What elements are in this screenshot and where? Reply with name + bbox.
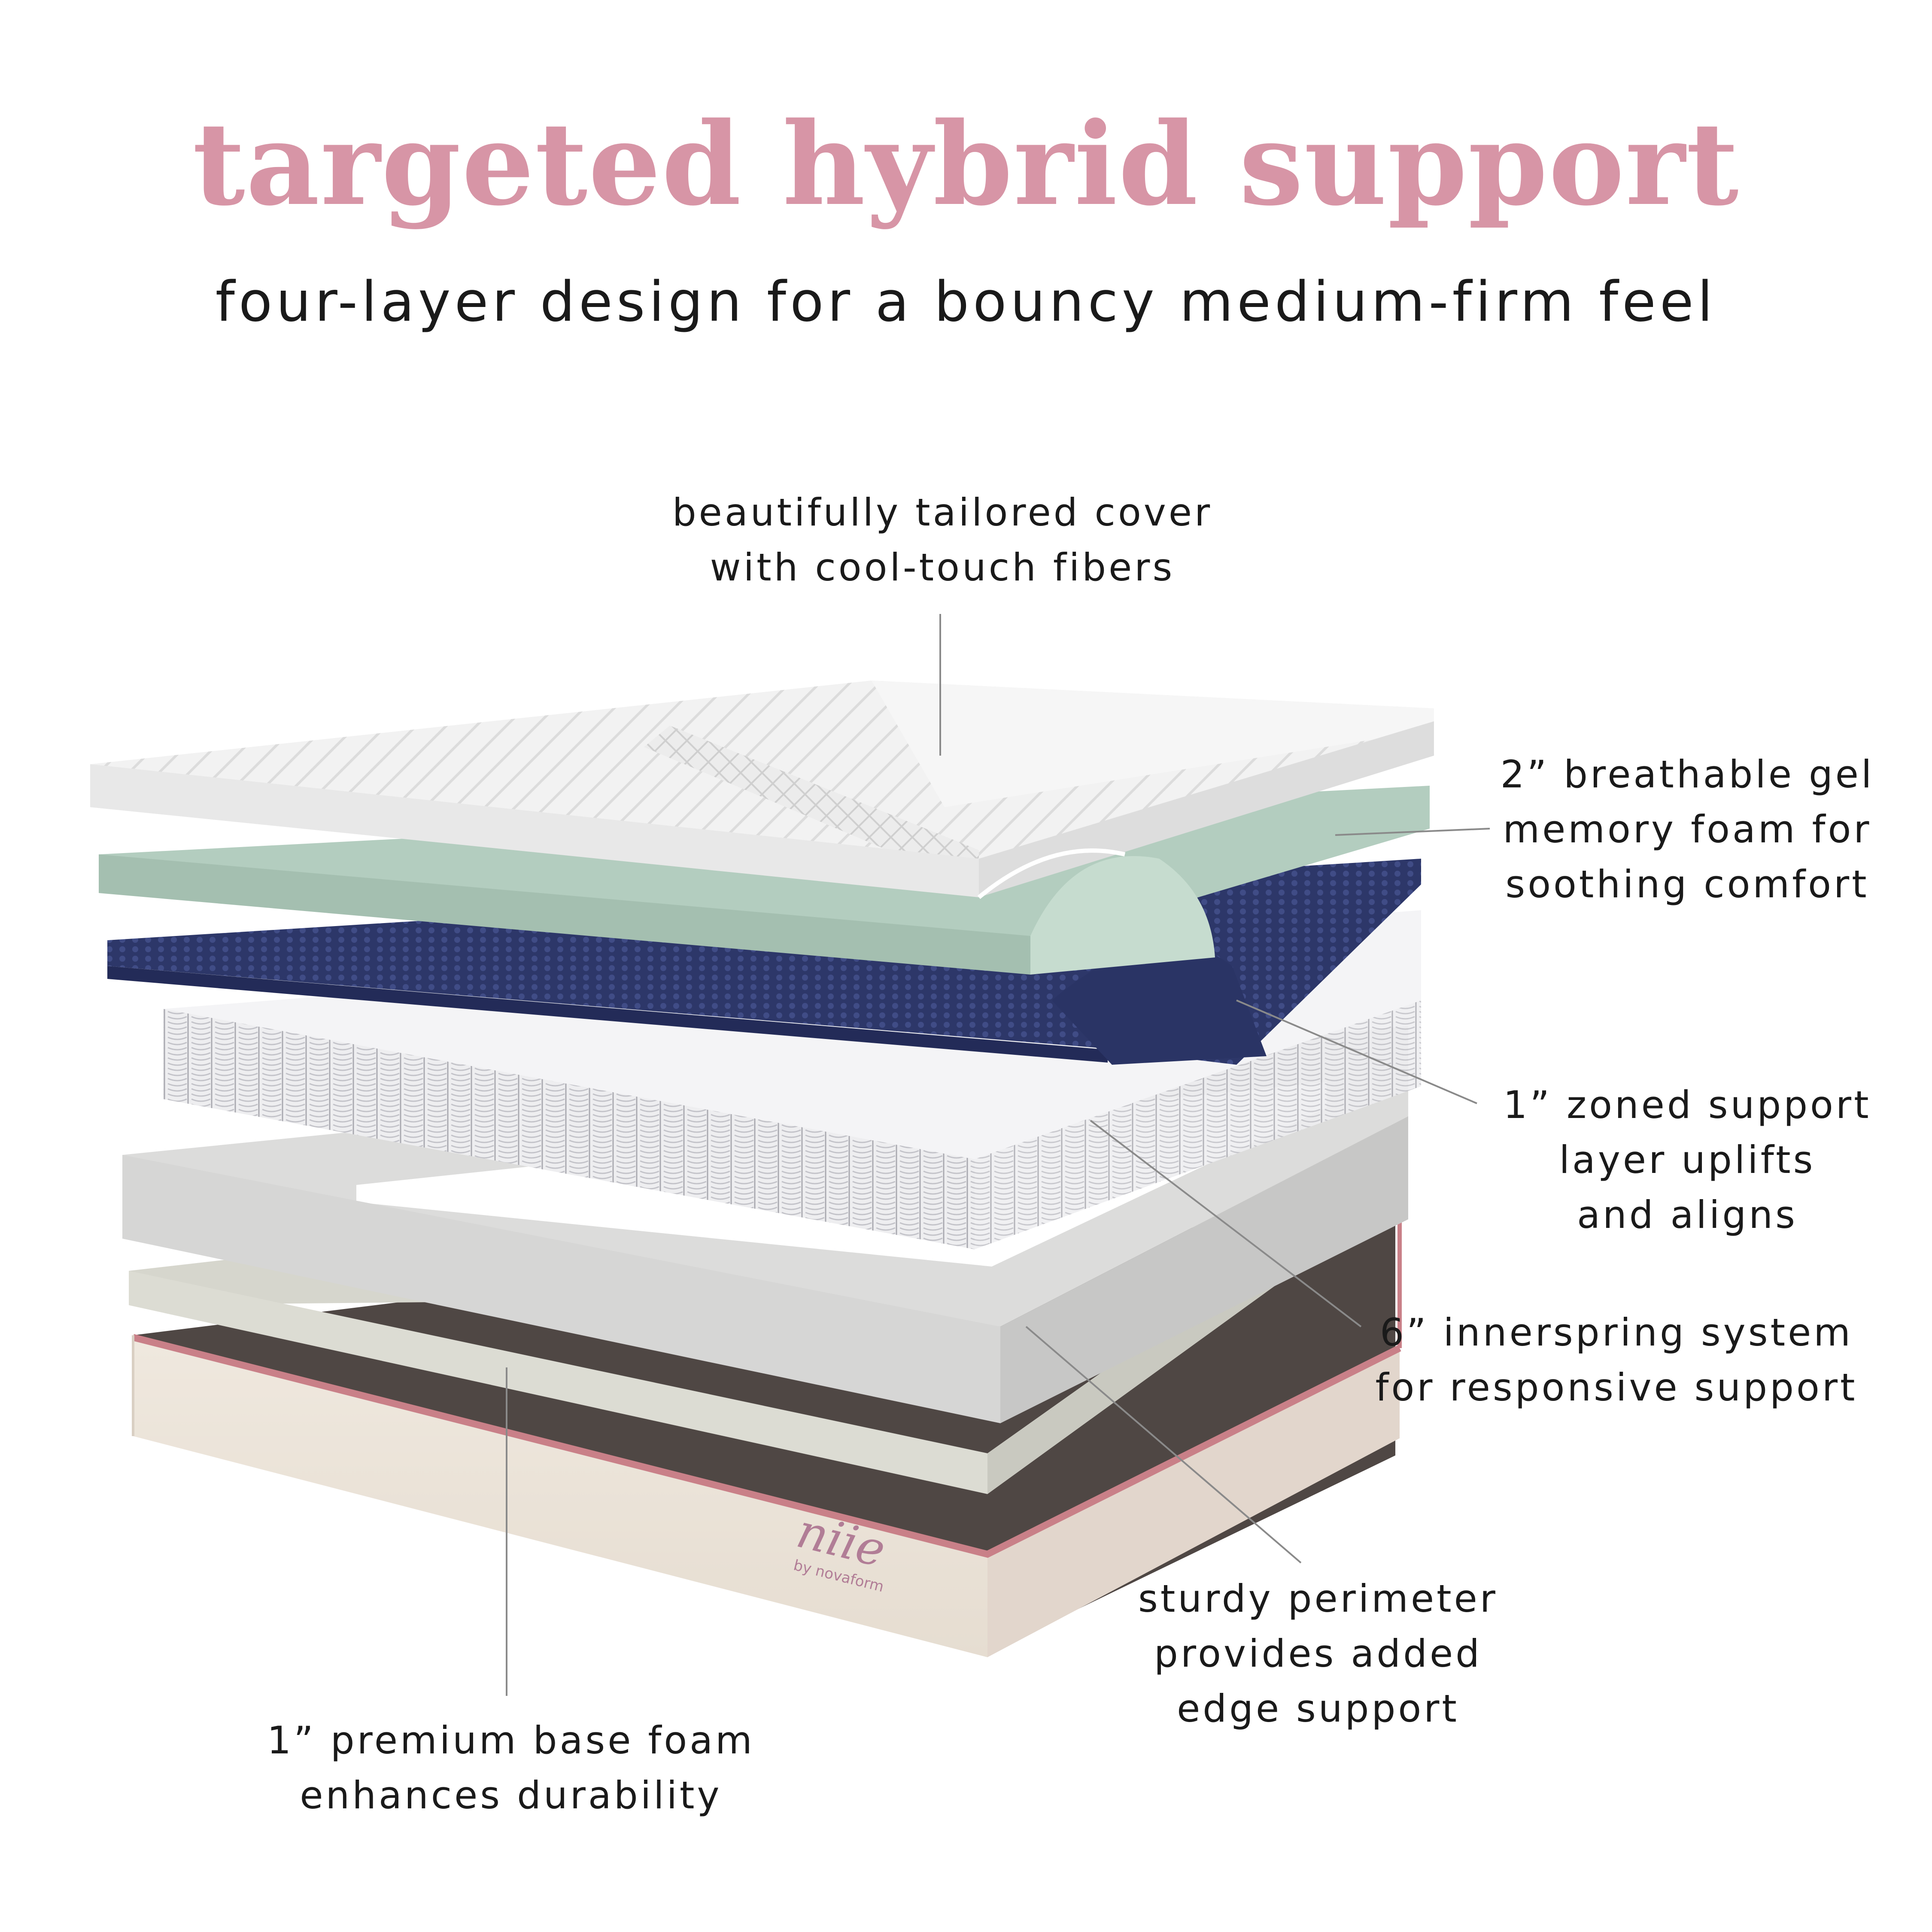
- callout-zoned-line-3: and aligns: [1577, 1193, 1798, 1237]
- page-title: targeted hybrid support: [192, 97, 1740, 231]
- callout-gel-foam-line-3: soothing comfort: [1505, 862, 1869, 906]
- callout-gel-foam-line-2: memory foam for: [1503, 807, 1872, 851]
- cover-layer: [90, 680, 1434, 899]
- callout-base-line-1: 1” premium base foam: [267, 1718, 755, 1762]
- callout-zoned-line-2: layer uplifts: [1559, 1138, 1816, 1182]
- callout-base-line-2: enhances durability: [300, 1773, 722, 1817]
- callout-innerspring-line-1: 6” innerspring system: [1380, 1310, 1853, 1355]
- callout-cover-line-1: beautifully tailored cover: [672, 490, 1213, 535]
- callout-cover-line-2: with cool-touch fibers: [710, 545, 1175, 589]
- gel-foam-leader-line: [1335, 828, 1490, 836]
- callout-innerspring-line-2: for responsive support: [1375, 1365, 1858, 1410]
- callout-innerspring: 6” innerspring system for responsive sup…: [1361, 1305, 1872, 1415]
- callout-gel-foam: 2” breathable gel memory foam for soothi…: [1485, 747, 1889, 912]
- innerspring-leader-line: [1090, 1120, 1362, 1327]
- callout-perimeter-line-1: sturdy perimeter: [1138, 1577, 1498, 1621]
- callout-zoned-line-1: 1” zoned support: [1503, 1083, 1871, 1127]
- perimeter-leader-line: [1025, 1326, 1302, 1564]
- callout-perimeter-line-3: edge support: [1177, 1686, 1459, 1731]
- zoned-leader-line: [1236, 999, 1477, 1104]
- page-subtitle: four-layer design for a bouncy medium-fi…: [215, 270, 1717, 334]
- callout-gel-foam-line-1: 2” breathable gel: [1500, 752, 1874, 796]
- callout-cover: beautifully tailored cover with cool-tou…: [655, 485, 1230, 595]
- callout-lines: [506, 614, 1490, 1696]
- callout-base-foam: 1” premium base foam enhances durability: [258, 1713, 764, 1823]
- callout-perimeter-line-2: provides added: [1154, 1631, 1482, 1676]
- brand-logo: niie by novaform: [792, 1503, 891, 1596]
- callout-zoned-support: 1” zoned support layer uplifts and align…: [1485, 1078, 1889, 1242]
- callout-perimeter: sturdy perimeter provides added edge sup…: [1133, 1571, 1503, 1736]
